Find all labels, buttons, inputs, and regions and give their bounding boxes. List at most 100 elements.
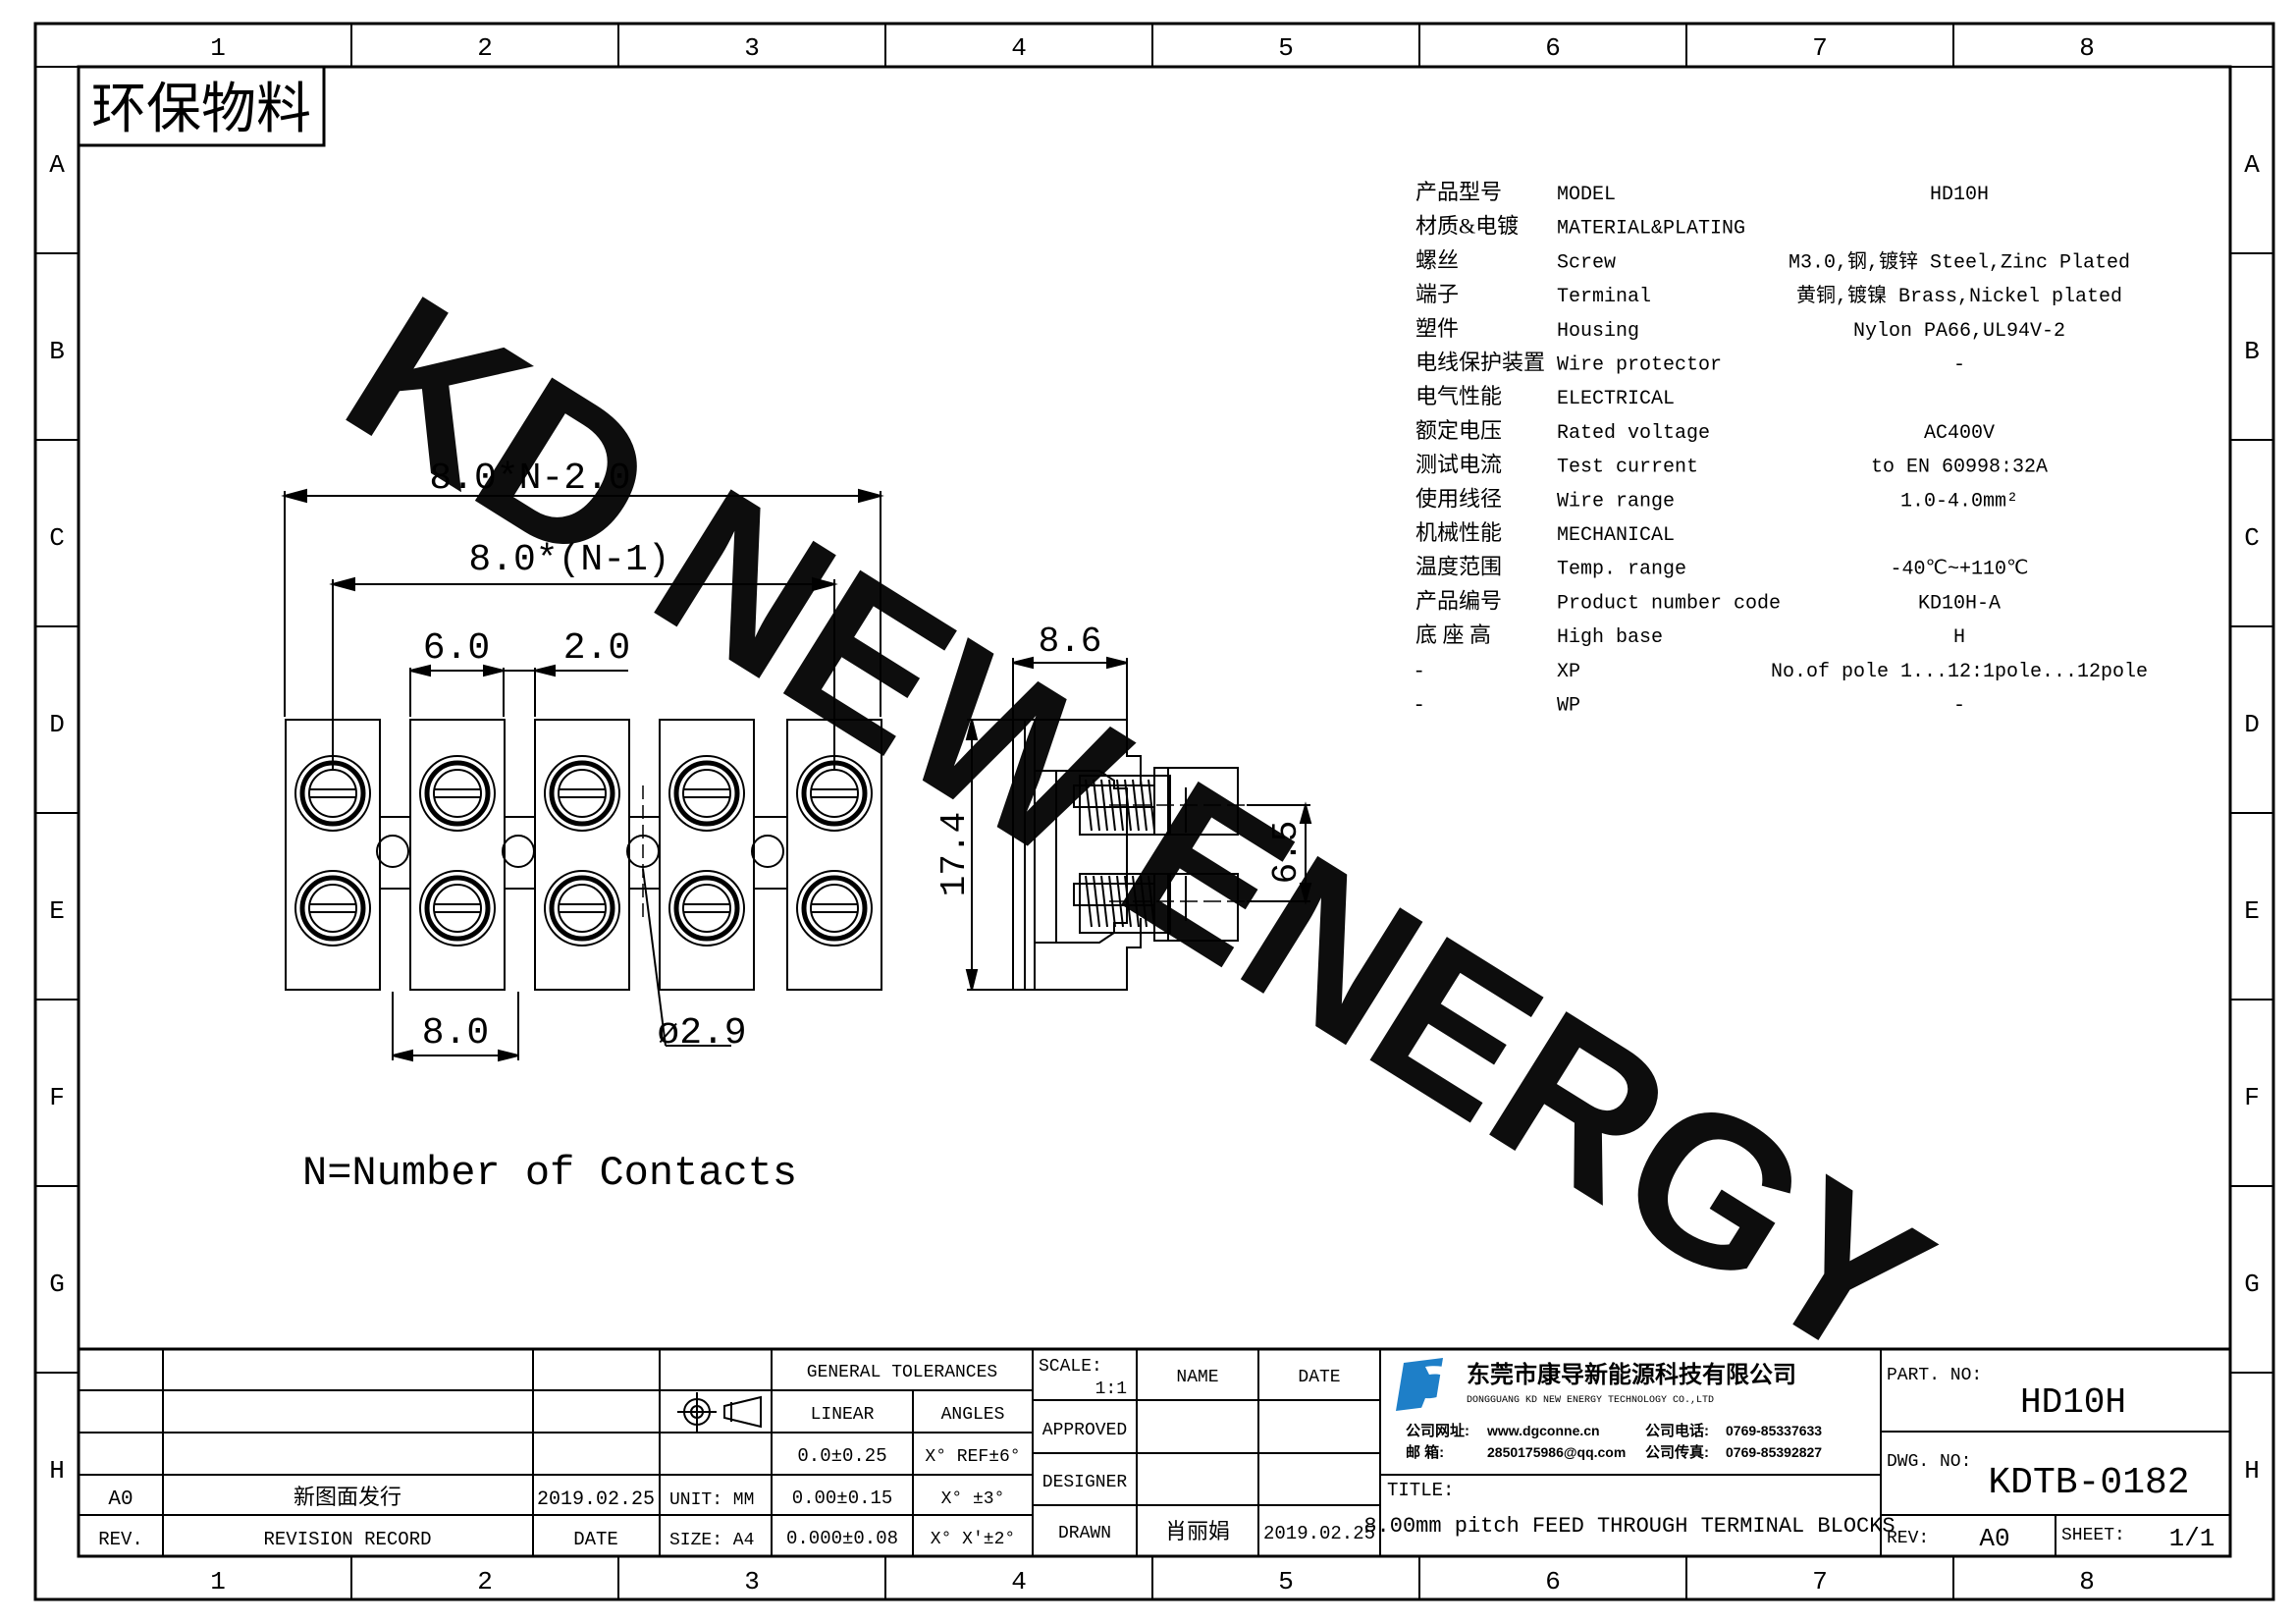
spec-cn-label: - [1415, 657, 1422, 681]
side-dimensions [965, 656, 1312, 991]
terminal-block [409, 719, 506, 991]
unit: UNIT: MM [669, 1490, 754, 1510]
dim-overall: 8.0*N-2.0 [429, 458, 630, 500]
title-block-lines [77, 1347, 2232, 1558]
dim-side-depth: 8.6 [1039, 622, 1102, 662]
spec-en-label: MECHANICAL [1557, 524, 1675, 547]
sheet-value: 1/1 [2169, 1524, 2216, 1553]
drawn-date: 2019.02.25 [1263, 1523, 1375, 1544]
fax: 0769-85392827 [1726, 1444, 1822, 1460]
spec-en-label: Screw [1557, 251, 1616, 274]
zone-col-4-bottom: 4 [1011, 1567, 1027, 1596]
rev-header: REV. [98, 1529, 143, 1550]
name-header: NAME [1176, 1368, 1218, 1387]
spec-en-label: Housing [1557, 320, 1639, 343]
spec-en-label: Temp. range [1557, 559, 1686, 581]
zone-col-6-bottom: 6 [1545, 1567, 1561, 1596]
company-name-cn: 东莞市康导新能源科技有限公司 [1467, 1361, 1796, 1388]
spec-cn-label: 额定电压 [1415, 418, 1502, 443]
screw-icon [668, 755, 745, 832]
part-no: HD10H [2020, 1382, 2126, 1423]
side-view [1012, 719, 1296, 991]
zone-row-D-left: D [49, 710, 65, 739]
dim-hole: ø2.9 [657, 1012, 746, 1055]
record-header: REVISION RECORD [263, 1529, 431, 1550]
revision-rev: A0 [108, 1488, 133, 1511]
zone-col-5-top: 5 [1278, 33, 1294, 63]
spec-value: 1.0-4.0mm² [1900, 490, 2018, 513]
screw-icon [544, 755, 620, 832]
drawn-label: DRAWN [1058, 1524, 1111, 1543]
spec-en-label: Wire protector [1557, 354, 1722, 377]
zone-col-8-top: 8 [2079, 33, 2095, 63]
spec-en-label: MATERIAL&PLATING [1557, 218, 1745, 241]
terminal-block [534, 719, 630, 991]
spec-value: HD10H [1930, 184, 1989, 206]
spec-cn-label: 测试电流 [1415, 453, 1502, 477]
contacts-note: N=Number of Contacts [302, 1150, 797, 1197]
tol-linear-2: 0.00±0.15 [792, 1488, 893, 1509]
tol-angle-1: X° REF±6° [925, 1447, 1020, 1467]
zone-col-3-bottom: 3 [744, 1567, 760, 1596]
spec-value: M3.0,钢,镀锌 Steel,Zinc Plated [1789, 249, 2130, 274]
eco-label-box [77, 65, 326, 147]
screw-icon [796, 870, 873, 947]
zone-row-C-right: C [2244, 523, 2260, 553]
tol-linear-1: 0.0±0.25 [797, 1445, 886, 1467]
date-header: DATE [1298, 1368, 1340, 1387]
general-tolerances: GENERAL TOLERANCES [807, 1363, 997, 1382]
zone-col-5-bottom: 5 [1278, 1567, 1294, 1596]
spec-en-label: Wire range [1557, 490, 1675, 513]
zone-row-B-right: B [2244, 337, 2260, 366]
zone-col-4-top: 4 [1011, 33, 1027, 63]
spec-en-label: Product number code [1557, 592, 1781, 615]
zone-row-G-right: G [2244, 1270, 2260, 1299]
revision-record: 新图面发行 [294, 1485, 401, 1509]
spec-cn-label: 产品编号 [1415, 588, 1502, 613]
front-view [285, 719, 882, 991]
zone-row-A-right: A [2244, 150, 2260, 180]
spec-cn-label: 端子 [1415, 282, 1459, 306]
zone-col-1-top: 1 [210, 33, 226, 63]
spec-en-label: Terminal [1557, 286, 1651, 308]
spec-value: - [1953, 354, 1965, 377]
zone-row-H-left: H [49, 1456, 65, 1486]
spec-en-label: MODEL [1557, 184, 1616, 206]
dim-width-a: 6.0 [423, 627, 490, 670]
dim-span: 8.0*(N-1) [468, 539, 669, 581]
spec-cn-label: 机械性能 [1415, 520, 1502, 545]
zone-row-A-left: A [49, 150, 65, 180]
spec-value: to EN 60998:32A [1871, 457, 2048, 479]
zone-col-3-top: 3 [744, 33, 760, 63]
zone-col-2-bottom: 2 [477, 1567, 493, 1596]
revision-date: 2019.02.25 [537, 1488, 655, 1511]
spec-cn-label: 底 座 高 [1415, 622, 1491, 647]
spec-en-label: XP [1557, 661, 1580, 683]
spec-value: Nylon PA66,UL94V-2 [1853, 320, 2065, 343]
terminal-block [659, 719, 755, 991]
dim-gap: 2.0 [563, 627, 630, 670]
screw-icon [294, 870, 371, 947]
spec-en-label: Test current [1557, 457, 1698, 479]
spec-value: 黄铜,镀镍 Brass,Nickel plated [1796, 284, 2122, 308]
zone-col-6-top: 6 [1545, 33, 1561, 63]
spec-cn-label: - [1415, 691, 1422, 716]
spec-value: H [1953, 626, 1965, 649]
linear-header: LINEAR [811, 1405, 875, 1425]
spec-value: AC400V [1924, 422, 1995, 445]
approved-label: APPROVED [1042, 1421, 1127, 1440]
spec-cn-label: 温度范围 [1415, 555, 1502, 579]
spec-cn-label: 螺丝 [1415, 247, 1459, 272]
fax-label: 公司传真: [1645, 1443, 1709, 1461]
tol-linear-3: 0.000±0.08 [786, 1528, 898, 1549]
company-name-en: DONGGUANG KD NEW ENERGY TECHNOLOGY CO.,L… [1467, 1395, 1714, 1406]
zone-row-F-right: F [2244, 1083, 2260, 1112]
zone-col-1-bottom: 1 [210, 1567, 226, 1596]
zone-row-H-right: H [2244, 1456, 2260, 1486]
zone-row-G-left: G [49, 1270, 65, 1299]
zone-col-7-top: 7 [1812, 33, 1828, 63]
projection-symbol-icon [677, 1392, 762, 1432]
